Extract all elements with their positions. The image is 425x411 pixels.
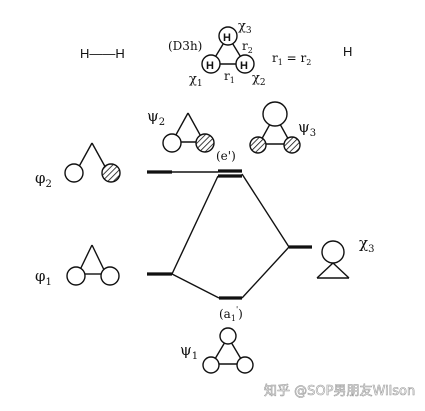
h3-triangle: H H H [201, 26, 255, 74]
phi2-label: φ2 [35, 169, 52, 190]
symmetry-label: (D3h) [168, 39, 202, 53]
h-top-text: H [223, 32, 231, 44]
chi1-label: χ1 [189, 72, 203, 89]
phi1-label: φ1 [35, 267, 52, 288]
psi3-label: ψ3 [298, 118, 316, 139]
r2-label: r2 [242, 39, 253, 55]
h-atom-right [235, 54, 255, 74]
psi1-label: ψ1 [180, 341, 198, 362]
phi2-orbital [64, 142, 121, 183]
h2-molecule-label: H——H [80, 46, 125, 61]
chi3-right-label: χ3 [359, 234, 374, 255]
r-equality-label: r1 = r2 [272, 51, 311, 67]
psi2-label: ψ2 [147, 107, 165, 128]
energy-levels [147, 169, 312, 300]
h-atom-label: H [343, 44, 352, 59]
psi1-orbital [202, 327, 254, 374]
psi3-orbital [249, 101, 301, 154]
h-left-text: H [206, 60, 214, 72]
psi2-orbital [162, 112, 215, 153]
phi1-orbital [66, 244, 120, 286]
h-right-text: H [240, 60, 248, 72]
chi3-orbital [316, 240, 350, 279]
e-prime-label: (e') [216, 149, 236, 163]
h-atom-top [218, 26, 238, 46]
watermark: 知乎 @SOP男朋友Wilson [264, 383, 415, 399]
a1-prime-label: (a1') [219, 305, 243, 323]
h-atom-left [201, 54, 221, 74]
r1-label: r1 [224, 69, 235, 85]
chi2-label: χ2 [252, 71, 266, 88]
chi3-label: χ3 [238, 19, 252, 36]
